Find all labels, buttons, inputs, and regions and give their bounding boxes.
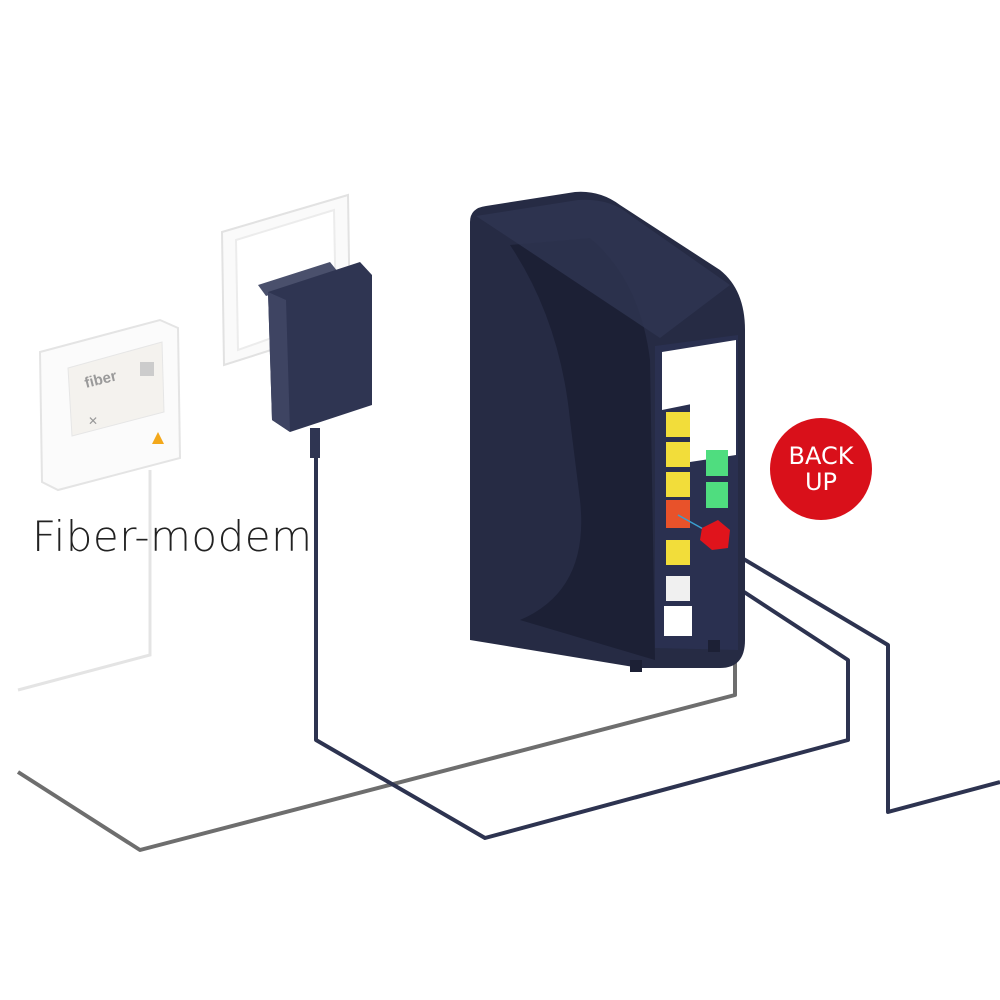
phone-port-1 <box>706 482 728 508</box>
power-cable <box>314 430 850 840</box>
backup-badge-line2: UP <box>804 468 838 496</box>
backup-plug <box>700 520 730 550</box>
fiber-modem-device: fiber ✕ <box>38 318 182 492</box>
backup-port <box>666 500 690 528</box>
fiber-cable <box>17 470 152 692</box>
laser-warning-icon <box>152 432 164 444</box>
backup-badge-line1: BACK <box>788 442 854 470</box>
lan-ports <box>664 412 692 636</box>
phone-port-2 <box>706 450 728 476</box>
power-adapter <box>258 262 372 458</box>
svg-text:✕: ✕ <box>88 414 98 428</box>
fiber-modem-label: Fiber-modem <box>32 512 313 561</box>
backup-cable <box>718 543 1000 814</box>
router <box>470 191 745 672</box>
